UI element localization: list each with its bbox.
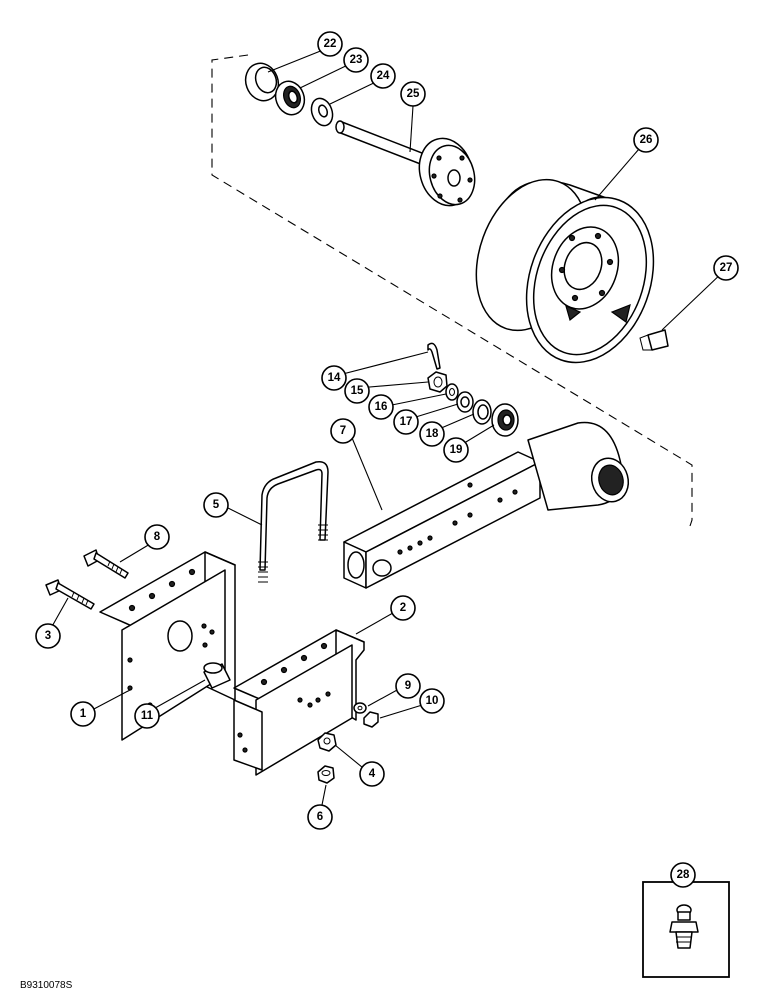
callout-label: 2: [400, 602, 406, 614]
callout-label: 27: [720, 262, 733, 274]
seal-part-17: [456, 391, 474, 413]
callout-18: 18: [419, 421, 445, 447]
nut-part-6: [317, 765, 335, 784]
callout-19: 19: [443, 437, 469, 463]
callout-24: 24: [370, 63, 396, 89]
callout-label: 25: [407, 88, 420, 100]
callout-label: 23: [350, 54, 363, 66]
callout-3: 3: [35, 623, 61, 649]
callout-label: 9: [405, 680, 411, 692]
callout-label: 22: [324, 38, 337, 50]
mounting-bracket-part-1: [99, 551, 236, 741]
callout-label: 10: [426, 695, 439, 707]
wheel-bolt-part: [639, 329, 669, 351]
washer-part-9: [353, 702, 367, 714]
callout-16: 16: [368, 394, 394, 420]
callout-label: 11: [141, 710, 154, 722]
callout-1: 1: [70, 701, 96, 727]
bearing-cone-part: [472, 399, 492, 425]
callout-label: 17: [400, 416, 413, 428]
nut-part-10: [363, 711, 379, 728]
callout-label: 15: [351, 385, 364, 397]
u-bolt-part: [258, 460, 329, 583]
callout-8: 8: [144, 524, 170, 550]
callout-26: 26: [633, 127, 659, 153]
callout-6: 6: [307, 804, 333, 830]
callout-label: 16: [375, 401, 388, 413]
callout-28: 28: [670, 862, 696, 888]
callout-17: 17: [393, 409, 419, 435]
bolt-part-8: [83, 549, 129, 579]
bearing-cup-part: [244, 62, 280, 102]
callout-label: 4: [369, 768, 376, 780]
callout-label: 1: [80, 708, 87, 720]
callout-label: 24: [377, 70, 390, 82]
bearing-part-19: [491, 403, 519, 437]
callout-label: 7: [340, 425, 346, 437]
callout-label: 28: [677, 869, 690, 881]
wheel-rim-part: [475, 178, 655, 364]
callout-label: 8: [154, 531, 161, 543]
callout-label: 14: [328, 372, 341, 384]
callout-23: 23: [343, 47, 369, 73]
callout-2: 2: [390, 595, 416, 621]
callout-label: 3: [45, 630, 51, 642]
callout-4: 4: [359, 761, 385, 787]
exploded-view-boundary: [211, 54, 693, 527]
callout-label: 26: [640, 134, 653, 146]
callout-label: 5: [213, 499, 220, 511]
callout-15: 15: [344, 378, 370, 404]
cotter-pin-part: [427, 342, 441, 370]
callout-27: 27: [713, 255, 739, 281]
drawing-code: B9310078S: [20, 980, 73, 991]
callout-11: 11: [134, 703, 160, 729]
callout-label: 19: [450, 444, 463, 456]
callout-label: 6: [317, 811, 323, 823]
nut-part-4: [317, 732, 337, 752]
callout-7: 7: [330, 418, 356, 444]
washer-part-16: [445, 383, 459, 401]
washer-part-24: [310, 97, 334, 127]
spacer-part: [203, 662, 231, 689]
hub-spindle-part: [335, 120, 476, 207]
callout-label: 18: [426, 428, 439, 440]
callout-14: 14: [321, 365, 347, 391]
callout-22: 22: [317, 31, 343, 57]
callout-25: 25: [400, 81, 426, 107]
castle-nut-part: [427, 371, 448, 393]
bolt-part-3: [45, 579, 95, 610]
mounting-bracket-part-2: [233, 629, 365, 776]
callout-5: 5: [203, 492, 229, 518]
roller-bearing-part: [274, 80, 306, 116]
grease-fitting-part: [669, 904, 699, 949]
axle-tube-part: [343, 421, 630, 589]
callout-9: 9: [395, 673, 421, 699]
callout-10: 10: [419, 688, 445, 714]
